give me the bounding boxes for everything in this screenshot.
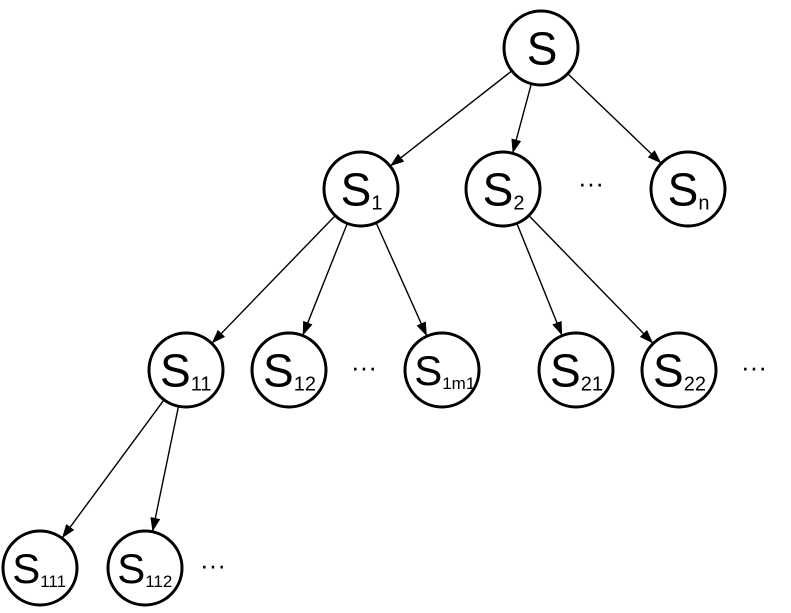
edge-s1-s1m1 (375, 222, 428, 337)
ellipses-layer: ··· ··· ··· ··· (200, 168, 767, 580)
node-label-main: S (160, 345, 191, 397)
node-label: S111 (12, 545, 66, 592)
node-label-main: S (483, 164, 514, 216)
edge-s11-s111 (61, 399, 165, 539)
node-s1m1: S1m1 (403, 331, 481, 409)
node-s22: S22 (640, 331, 718, 409)
edge-s11-s112 (150, 406, 180, 532)
node-s111: S111 (1, 529, 79, 607)
edge-s-s2 (511, 83, 533, 154)
node-sn: Sn (649, 150, 727, 228)
node-label-main: S (527, 23, 558, 75)
node-s: S (502, 9, 580, 87)
edge-s2-s22 (528, 215, 654, 344)
node-circle (403, 331, 481, 409)
edges-layer (61, 70, 662, 539)
node-circle (640, 331, 718, 409)
node-label-main: S (263, 345, 294, 397)
node-label-subscript: 2 (513, 193, 524, 215)
node-label: Sn (668, 164, 710, 216)
node-circle (147, 331, 225, 409)
node-label-main: S (653, 345, 684, 397)
node-label-subscript: 1 (371, 193, 382, 215)
node-circle (464, 150, 542, 228)
node-s1: S1 (322, 150, 400, 228)
node-label: S22 (653, 345, 706, 397)
ellipsis-level1: ··· (578, 168, 604, 198)
node-circle (250, 331, 328, 409)
edge-s-s1 (390, 70, 513, 167)
node-circle (106, 529, 184, 607)
node-label-subscript: 21 (581, 374, 603, 396)
node-label: S1m1 (414, 347, 475, 394)
node-label: S21 (550, 345, 603, 397)
node-label-subscript: 22 (684, 374, 706, 396)
node-label-subscript: 1m1 (442, 374, 475, 393)
node-label: S1 (341, 164, 383, 216)
node-s2: S2 (464, 150, 542, 228)
edge-s1-s11 (211, 215, 336, 344)
node-label-main: S (668, 164, 699, 216)
node-label-main: S (117, 545, 145, 592)
node-circle (649, 150, 727, 228)
node-s21: S21 (537, 331, 615, 409)
node-circle (322, 150, 400, 228)
node-s112: S112 (106, 529, 184, 607)
ellipsis-level3: ··· (200, 550, 226, 580)
node-label-subscript: 111 (40, 572, 66, 591)
ellipsis-level2-left: ··· (351, 352, 377, 382)
edge-s2-s21 (516, 223, 563, 336)
node-label-main: S (414, 347, 442, 394)
edge-s-sn (567, 73, 662, 164)
node-label: S112 (117, 545, 172, 592)
node-label: S12 (263, 345, 316, 397)
node-label-subscript: 112 (145, 572, 172, 591)
node-s11: S11 (147, 331, 225, 409)
node-label-subscript: 11 (191, 374, 212, 396)
node-label-subscript: n (698, 193, 709, 215)
node-circle (1, 529, 79, 607)
node-s12: S12 (250, 331, 328, 409)
node-circle (537, 331, 615, 409)
node-label: S2 (483, 164, 525, 216)
node-label-main: S (12, 545, 40, 592)
node-label: S (527, 23, 558, 75)
node-circle (502, 9, 580, 87)
node-label-main: S (550, 345, 581, 397)
node-label-main: S (341, 164, 372, 216)
edge-s1-s12 (302, 223, 348, 336)
node-label-subscript: 12 (294, 374, 316, 396)
ellipsis-level2-right: ··· (741, 352, 767, 382)
node-label: S11 (160, 345, 211, 397)
